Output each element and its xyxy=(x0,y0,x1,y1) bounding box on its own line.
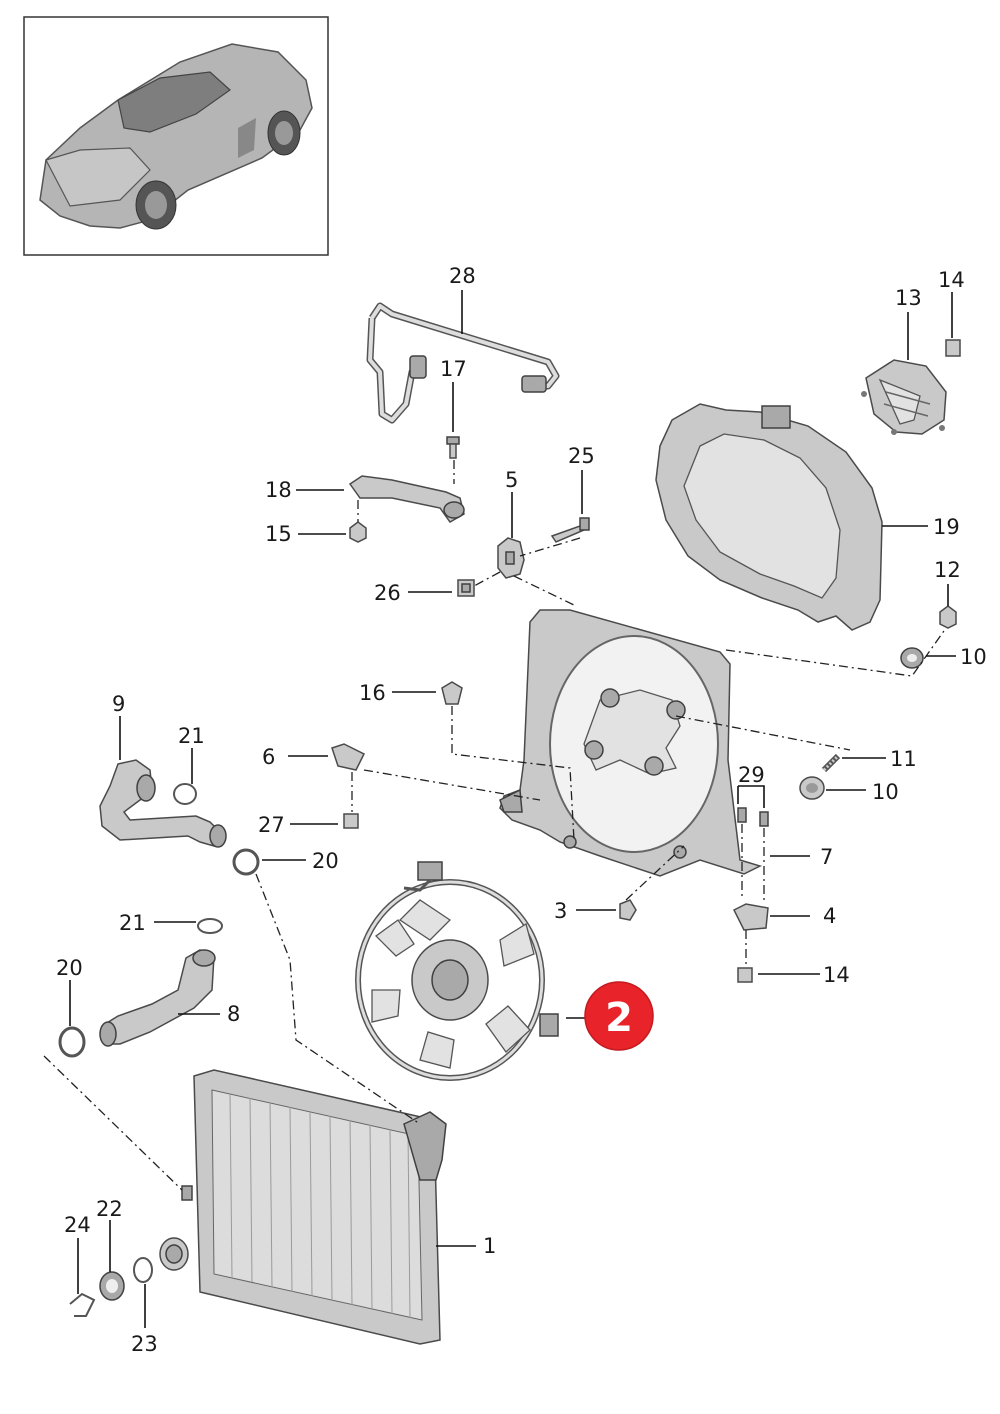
callout-10-lower: 10 xyxy=(872,780,899,804)
callout-10-upper: 10 xyxy=(960,645,987,669)
callout-28: 28 xyxy=(449,264,476,288)
callout-labels: 28 17 18 15 5 25 26 13 14 19 12 10 16 9 … xyxy=(56,264,987,1356)
part-26-clip xyxy=(457,579,475,597)
callout-3: 3 xyxy=(554,899,567,923)
part-18-bracket xyxy=(348,475,465,523)
highlight-badge-label: 2 xyxy=(605,995,633,1041)
callout-5: 5 xyxy=(505,468,518,492)
callout-16: 16 xyxy=(359,681,386,705)
leader-lines xyxy=(69,290,956,1328)
callout-15: 15 xyxy=(265,522,292,546)
assembly-lines xyxy=(43,460,947,1191)
callout-14-top: 14 xyxy=(938,268,965,292)
part-22-plug xyxy=(99,1271,125,1301)
callout-20-lower: 20 xyxy=(56,956,83,980)
part-13-cover xyxy=(861,359,947,435)
callout-14-lower: 14 xyxy=(823,963,850,987)
part-20-clamp-lower xyxy=(58,1026,86,1058)
callout-27: 27 xyxy=(258,813,285,837)
part-9-hose xyxy=(99,759,227,848)
callout-23: 23 xyxy=(131,1332,158,1356)
callout-8: 8 xyxy=(227,1002,240,1026)
part-28-pipe xyxy=(366,302,560,424)
fan-frame xyxy=(499,609,763,877)
part-10-grommet-upper xyxy=(900,647,924,669)
callout-24: 24 xyxy=(64,1213,91,1237)
callout-6: 6 xyxy=(262,745,275,769)
part-24-clip xyxy=(69,1292,96,1317)
part-14-clip-top xyxy=(945,339,961,357)
callout-17: 17 xyxy=(440,357,467,381)
part-15-nut xyxy=(349,521,367,543)
callout-21-lower: 21 xyxy=(119,911,146,935)
part-23-seal xyxy=(133,1257,153,1283)
highlight-badge-2[interactable]: 2 xyxy=(584,981,654,1051)
part-27-bolt xyxy=(343,813,359,829)
callout-13: 13 xyxy=(895,286,922,310)
part-5-bracket xyxy=(497,537,525,579)
callout-26: 26 xyxy=(374,581,401,605)
part-29-screws xyxy=(737,807,769,827)
part-19-shroud xyxy=(655,403,883,631)
callout-20-upper: 20 xyxy=(312,849,339,873)
callout-29: 29 xyxy=(738,763,765,787)
part-2-fan xyxy=(355,861,559,1081)
part-25-bolt xyxy=(550,517,590,543)
callout-7: 7 xyxy=(820,845,833,869)
part-3-clip xyxy=(619,899,637,921)
part-1-radiator xyxy=(159,1069,447,1345)
part-12-fitting xyxy=(939,605,957,629)
part-11-spring xyxy=(821,753,841,773)
callout-21-upper: 21 xyxy=(178,724,205,748)
part-8-hose xyxy=(99,949,216,1047)
part-4-bracket xyxy=(732,903,769,931)
part-21-clamp-upper xyxy=(173,783,197,805)
car-thumbnail xyxy=(23,16,329,256)
callout-4: 4 xyxy=(823,904,836,928)
part-21-clamp-lower xyxy=(197,918,223,934)
callout-9: 9 xyxy=(112,692,125,716)
part-10-grommet-lower xyxy=(799,776,825,800)
part-17-screw xyxy=(446,436,460,459)
callout-19: 19 xyxy=(933,515,960,539)
callout-18: 18 xyxy=(265,478,292,502)
callout-11: 11 xyxy=(890,747,917,771)
callout-12: 12 xyxy=(934,558,961,582)
callout-1: 1 xyxy=(483,1234,496,1258)
part-14-clip-lower xyxy=(737,967,753,983)
callout-22: 22 xyxy=(96,1197,123,1221)
callout-25: 25 xyxy=(568,444,595,468)
part-20-clamp-upper xyxy=(232,848,260,876)
part-6-clip xyxy=(331,743,366,771)
part-16-clip xyxy=(441,681,463,705)
